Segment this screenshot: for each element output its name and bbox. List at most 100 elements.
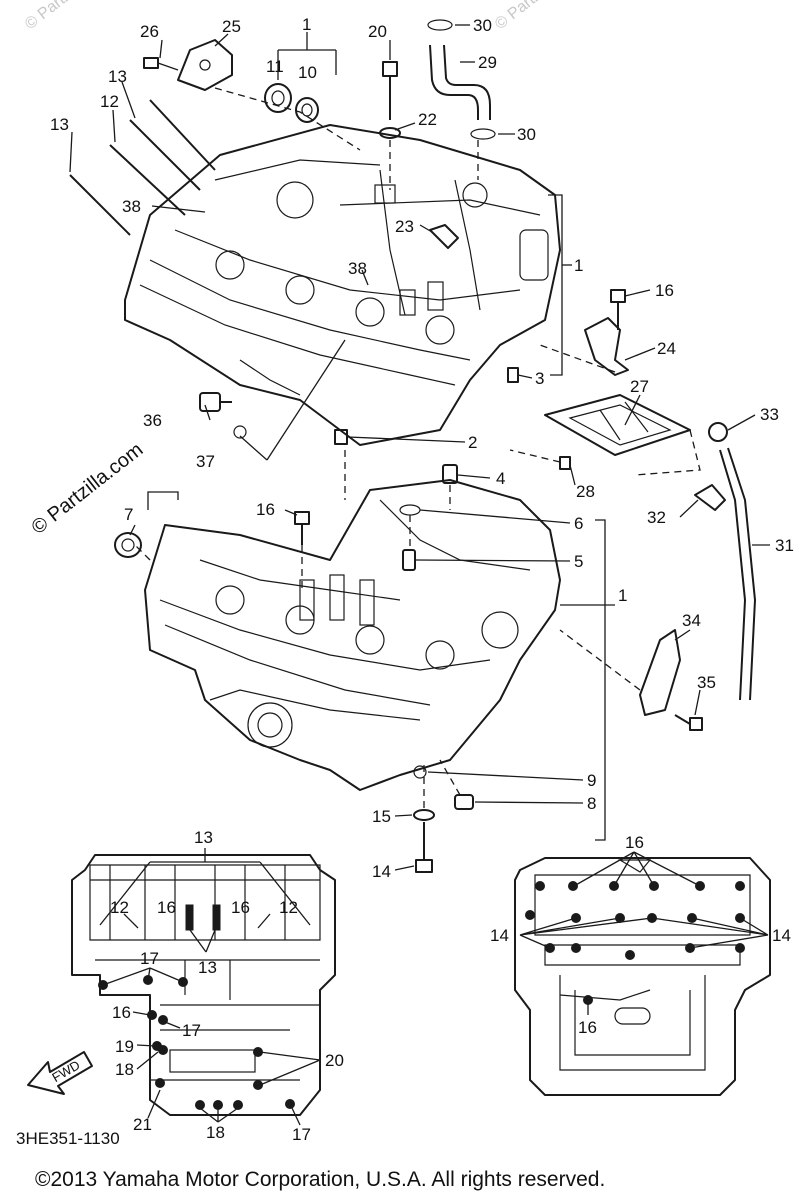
bolt-14 (415, 822, 433, 873)
inset-right-16-bottom: 16 (578, 1018, 597, 1037)
bolt-16-lower (294, 511, 310, 545)
dowel-3 (507, 367, 519, 383)
callout-28: 28 (576, 482, 595, 501)
bolt-20 (382, 61, 398, 120)
bolt-35 (674, 714, 703, 731)
callout-numbers: 1 11 10 26 25 20 30 29 13 12 13 22 30 38… (50, 15, 794, 881)
callout-38-a: 38 (122, 197, 141, 216)
callout-37: 37 (196, 452, 215, 471)
bracket-32 (694, 484, 726, 511)
cover-plate-25 (177, 39, 233, 91)
inset-left-18-b: 18 (206, 1123, 225, 1142)
callout-14: 14 (372, 862, 391, 881)
washer-22 (379, 127, 401, 139)
callout-29: 29 (478, 53, 497, 72)
inset-left-19: 19 (115, 1037, 134, 1056)
callout-10: 10 (298, 63, 317, 82)
callout-5: 5 (574, 552, 583, 571)
o-ring-6 (399, 504, 421, 516)
callout-3: 3 (535, 369, 544, 388)
stud-bolts-12-13 (69, 99, 216, 236)
upper-crankcase (124, 124, 561, 446)
callout-16-lower: 16 (256, 500, 275, 519)
bearing-7 (114, 532, 142, 558)
callout-12: 12 (100, 92, 119, 111)
breather-pipe-31 (719, 447, 756, 701)
inset-right-callouts: 16 14 14 16 (490, 833, 791, 1037)
inset-left-16-right: 16 (231, 898, 250, 917)
callout-38-b: 38 (348, 259, 367, 278)
copyright-notice: ©2013 Yamaha Motor Corporation, U.S.A. A… (35, 1168, 605, 1191)
inset-left-20: 20 (325, 1051, 344, 1070)
bracket-24 (584, 317, 629, 376)
callout-27: 27 (630, 377, 649, 396)
partzilla-watermark-faint-top-right: © Partzilla.com (492, 0, 587, 33)
clip-30-top (427, 19, 453, 31)
bolt-2 (334, 429, 348, 445)
callout-1-top: 1 (302, 15, 311, 34)
callout-13-a: 13 (108, 67, 127, 86)
callout-32: 32 (647, 508, 666, 527)
callout-13-b: 13 (50, 115, 69, 134)
callout-1-right: 1 (574, 256, 583, 275)
bracket-34 (639, 629, 681, 716)
clip-30-mid (470, 128, 496, 140)
lower-crankcase (144, 479, 561, 791)
clamp-33 (708, 422, 728, 442)
callout-30-mid: 30 (517, 125, 536, 144)
callout-24: 24 (657, 339, 676, 358)
o-ring-9 (413, 765, 427, 779)
assembly-dashed-lines (134, 87, 701, 808)
callout-4: 4 (496, 469, 505, 488)
dowel-4 (442, 464, 458, 484)
inset-left-16-side: 16 (112, 1003, 131, 1022)
inset-left-12-left: 12 (110, 898, 129, 917)
callout-11: 11 (266, 57, 284, 76)
oil-seal-bearing (264, 83, 319, 123)
callout-30-top: 30 (473, 16, 492, 35)
callout-2: 2 (468, 433, 477, 452)
inset-left-17-b: 17 (182, 1021, 201, 1040)
breather-hose-29 (429, 44, 491, 120)
inset-right-lower-case-bolts (514, 851, 771, 1096)
inset-right-14-right: 14 (772, 926, 791, 945)
partzilla-watermark-faint-top-left: © Partzilla.com (22, 0, 117, 33)
callout-15: 15 (372, 807, 391, 826)
callout-20: 20 (368, 22, 387, 41)
inset-left-13-mid: 13 (198, 958, 217, 977)
fwd-direction-arrow: FWD (27, 1051, 93, 1095)
callout-35: 35 (697, 673, 716, 692)
inset-left-12-right: 12 (279, 898, 298, 917)
inset-right-14-left: 14 (490, 926, 509, 945)
callout-1-mid: 1 (618, 586, 627, 605)
callout-36: 36 (143, 411, 162, 430)
callout-33: 33 (760, 405, 779, 424)
callout-34: 34 (682, 611, 701, 630)
inset-left-18-a: 18 (115, 1060, 134, 1079)
inset-right-16-top: 16 (625, 833, 644, 852)
inset-left-17-c: 17 (292, 1125, 311, 1144)
inset-left-21: 21 (133, 1115, 152, 1134)
screw-28 (559, 456, 571, 470)
sensor-36 (199, 392, 232, 412)
callout-9: 9 (587, 771, 596, 790)
callout-23: 23 (395, 217, 414, 236)
baffle-plate-27 (544, 394, 691, 456)
callout-31: 31 (775, 536, 794, 555)
bolt-26 (143, 57, 179, 71)
diagram-part-number: 3HE351-1130 (16, 1129, 120, 1148)
callout-22: 22 (418, 110, 437, 129)
callout-8: 8 (587, 794, 596, 813)
clamp-23 (429, 224, 459, 249)
callout-6: 6 (574, 514, 583, 533)
callout-26: 26 (140, 22, 159, 41)
callout-7: 7 (124, 505, 133, 524)
inset-left-17-a: 17 (140, 949, 159, 968)
inset-left-callouts: 13 12 16 16 12 17 13 16 17 19 18 20 21 1… (110, 828, 344, 1144)
dowel-5 (402, 549, 416, 571)
inset-left-upper-case-bolts (71, 848, 336, 1126)
leader-lines (69, 24, 770, 871)
plug-8 (454, 794, 474, 810)
washer-15 (413, 809, 435, 821)
